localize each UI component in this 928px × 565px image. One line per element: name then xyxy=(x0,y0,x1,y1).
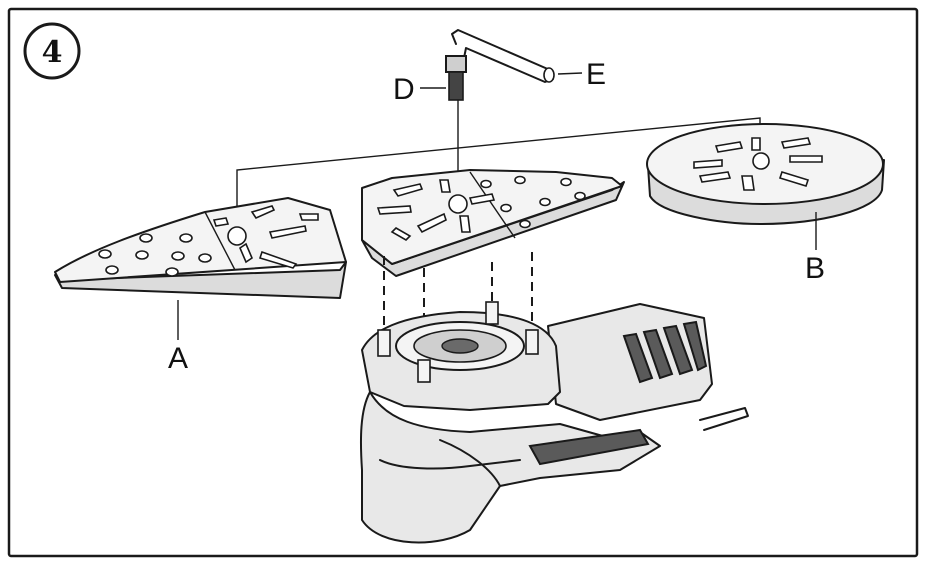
sander-vents xyxy=(622,320,708,384)
diagram-frame xyxy=(7,7,919,558)
pad-middle-slots xyxy=(376,179,496,241)
sander-body xyxy=(359,301,749,544)
screw-d xyxy=(420,55,467,101)
sander-spindle xyxy=(441,338,479,354)
pad-middle-holes xyxy=(480,175,586,229)
pad-b xyxy=(646,123,885,250)
label-e: E xyxy=(586,58,606,91)
label-d: D xyxy=(393,73,415,106)
pad-a-slots xyxy=(212,205,319,269)
step-number: 4 xyxy=(42,35,63,70)
pad-a-center-hole xyxy=(227,226,247,246)
pad-middle xyxy=(361,169,625,277)
pad-b-center-hole xyxy=(752,152,770,170)
pad-a xyxy=(54,197,347,340)
pad-b-slots xyxy=(693,137,823,191)
hex-key-e xyxy=(451,29,583,83)
pad-middle-center-hole xyxy=(448,194,468,214)
pad-a-holes xyxy=(98,233,212,277)
step-badge: 4 xyxy=(23,22,81,80)
label-b: B xyxy=(805,252,825,285)
label-a: A xyxy=(168,342,188,375)
